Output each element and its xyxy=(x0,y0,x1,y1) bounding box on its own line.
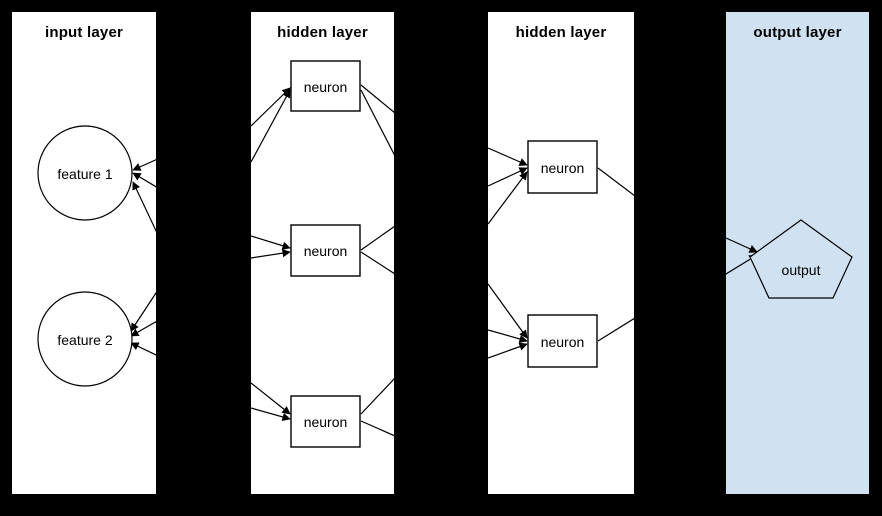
node-label-hidden1-neuron-3: neuron xyxy=(303,414,348,430)
node-label-hidden1-neuron-2: neuron xyxy=(303,243,348,259)
layer-title-input: input layer xyxy=(44,24,124,41)
layer-title-hidden-2: hidden layer xyxy=(515,24,607,41)
node-label-feature-2: feature 2 xyxy=(57,332,113,348)
layer-panel-input[interactable]: input layer xyxy=(11,11,157,495)
node-label-hidden1-neuron-1: neuron xyxy=(303,79,348,95)
node-label-feature-1: feature 1 xyxy=(57,166,113,182)
node-label-output: output xyxy=(781,262,821,278)
layer-panel-hidden-2[interactable]: hidden layer xyxy=(487,11,635,495)
layer-panel-output[interactable]: output layer xyxy=(725,11,870,495)
node-label-hidden2-neuron-1: neuron xyxy=(540,160,585,176)
layer-title-hidden-1: hidden layer xyxy=(277,24,368,41)
node-label-hidden2-neuron-2: neuron xyxy=(540,334,585,350)
layer-title-output: output layer xyxy=(753,24,842,41)
